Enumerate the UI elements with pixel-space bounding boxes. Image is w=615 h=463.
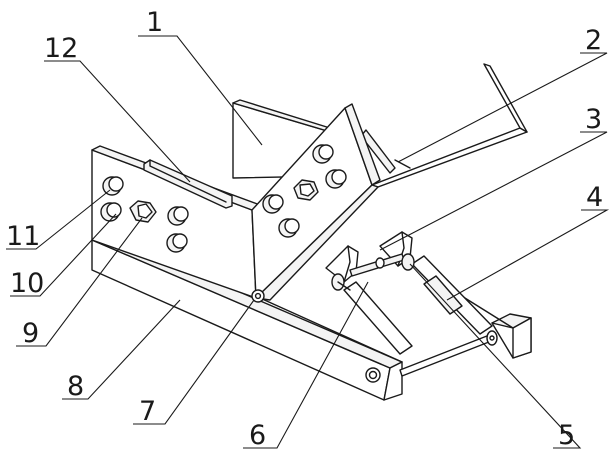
- callout-9: 9: [22, 318, 39, 349]
- callout-5: 5: [558, 420, 575, 451]
- callout-6: 6: [249, 420, 266, 451]
- callout-4: 4: [586, 182, 603, 213]
- callout-8: 8: [67, 371, 84, 402]
- callout-10: 10: [10, 268, 44, 299]
- callout-1: 1: [146, 7, 163, 38]
- callout-2: 2: [585, 25, 602, 56]
- leader-3: [380, 132, 607, 250]
- callout-12: 12: [44, 33, 78, 64]
- leader-2: [398, 53, 607, 162]
- callout-7: 7: [139, 396, 156, 427]
- callout-11: 11: [6, 221, 40, 252]
- callout-3: 3: [585, 104, 602, 135]
- end-block: [492, 314, 531, 358]
- leader-4: [447, 210, 607, 300]
